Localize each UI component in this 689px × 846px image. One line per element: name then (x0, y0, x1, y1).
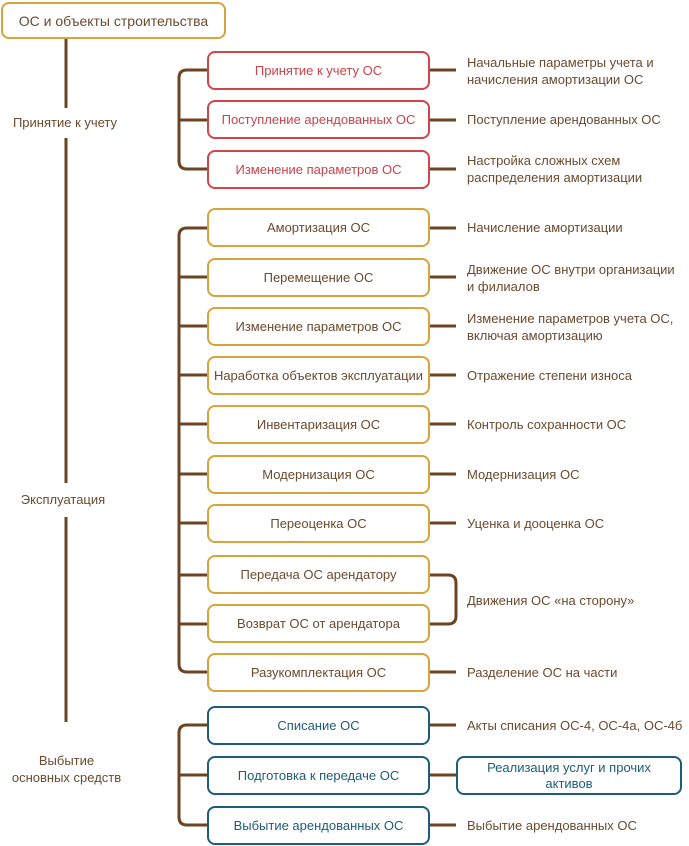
doc-node[interactable]: Возврат ОС от арендатора (207, 604, 430, 643)
doc-node[interactable]: Выбытие арендованных ОС (207, 806, 430, 845)
doc-description: Уценка и дооценка ОС (467, 516, 605, 531)
doc-description: Разделение ОС на части (467, 665, 618, 680)
doc-description: Контроль сохранности ОС (467, 417, 627, 432)
phase-operation: Эксплуатация (0, 491, 126, 508)
phase-disposal-line1: Выбытие (38, 753, 95, 768)
doc-node[interactable]: Передача ОС арендатору (207, 555, 430, 594)
lease-bracket (430, 573, 458, 626)
lease-group-description: Движения ОС «на сторону» (467, 593, 635, 608)
phase-recognition: Принятие к учету (0, 114, 130, 131)
root-node: ОС и объекты строительства (1, 2, 226, 39)
doc-node[interactable]: Переоценка ОС (207, 504, 430, 543)
doc-description: Выбытие арендованных ОС (467, 818, 637, 833)
doc-node[interactable]: Амортизация ОС (207, 208, 430, 247)
doc-description: Поступление арендованных ОС (467, 112, 661, 127)
doc-node[interactable]: Перемещение ОС (207, 258, 430, 297)
doc-description: Отражение степени износа (467, 368, 632, 383)
doc-node[interactable]: Списание ОС (207, 706, 430, 745)
doc-node[interactable]: Поступление арендованных ОС (207, 100, 430, 139)
doc-description: Изменение параметров учета ОС,включая ам… (467, 311, 674, 343)
phase-disposal-line2: основных средств (11, 770, 122, 785)
doc-node[interactable]: Изменение параметров ОС (207, 150, 430, 189)
doc-description: Модернизация ОС (467, 467, 580, 482)
operation-bracket (177, 226, 207, 674)
doc-node[interactable]: Подготовка к передаче ОС (207, 756, 430, 795)
phase-disposal: Выбытие основных средств (0, 752, 133, 786)
doc-node[interactable]: Принятие к учету ОС (207, 51, 430, 90)
doc-description: Начисление амортизации (467, 220, 623, 235)
doc-node[interactable]: Модернизация ОС (207, 455, 430, 494)
doc-node[interactable]: Инвентаризация ОС (207, 405, 430, 444)
doc-node[interactable]: Наработка объектов эксплуатации (207, 356, 430, 395)
doc-node[interactable]: Изменение параметров ОС (207, 307, 430, 346)
doc-node[interactable]: Разукомплектация ОС (207, 653, 430, 692)
doc-description: Акты списания ОС-4, ОС-4а, ОС-4б (467, 718, 683, 733)
